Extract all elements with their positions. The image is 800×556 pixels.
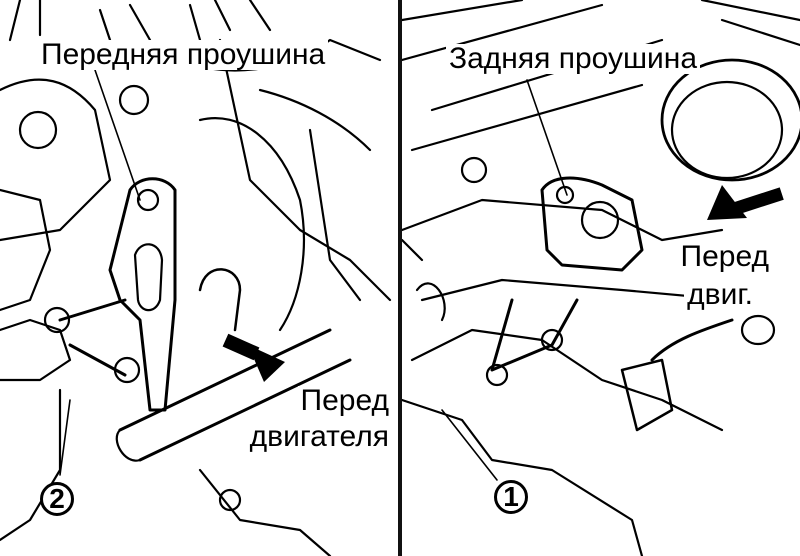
flange	[660, 58, 800, 182]
front-lifting-eye-bracket	[108, 177, 177, 412]
pipe	[118, 328, 352, 462]
front-lifting-eye-drawing	[0, 0, 392, 556]
front-arrow-icon	[707, 185, 784, 220]
title-leader-line	[94, 69, 141, 201]
front-arrow-icon	[222, 333, 285, 382]
right-panel-rear-lifting-eye: Задняя проушина Перед двиг. 1	[402, 0, 800, 556]
left-panel-front-lifting-eye: Передняя проушина Перед двигателя 2	[0, 0, 398, 556]
callout-2-badge: 2	[40, 482, 74, 516]
front-of-engine-label-line2: двиг.	[684, 280, 756, 310]
callout-1-leader	[441, 409, 498, 481]
front-of-engine-label-line1: Перед	[297, 386, 392, 416]
front-of-engine-label-line2: двигателя	[246, 422, 392, 452]
front-lifting-eye-label: Передняя проушина	[38, 40, 329, 70]
title-leader-line	[526, 79, 568, 196]
engine-block-outline	[0, 78, 112, 242]
connector	[620, 358, 674, 432]
panel-divider	[398, 0, 402, 556]
rear-lifting-eye-bracket	[540, 176, 644, 272]
rear-lifting-eye-label: Задняя проушина	[446, 44, 701, 74]
callout-1-badge: 1	[494, 480, 528, 514]
callout-2-leader	[59, 399, 71, 476]
front-of-engine-label-line1: Перед	[677, 242, 772, 272]
